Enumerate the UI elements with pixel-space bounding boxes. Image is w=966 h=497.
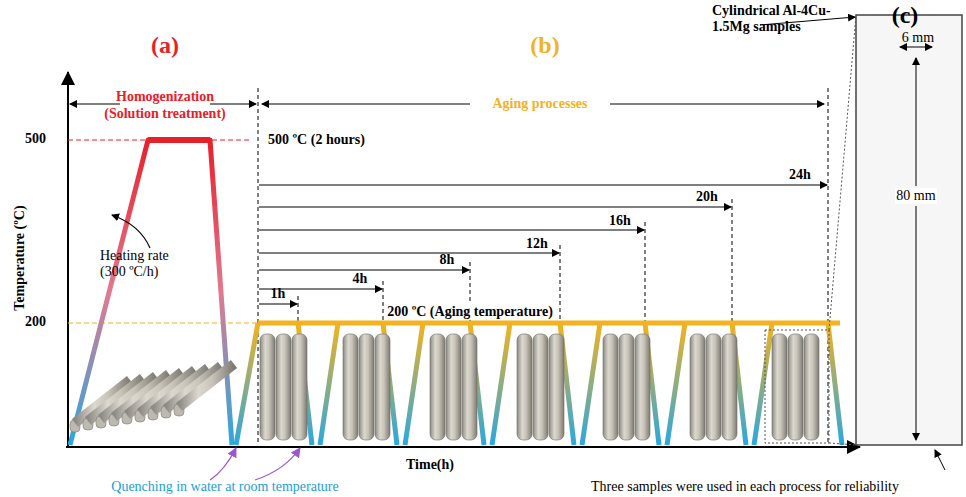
label: Cylindrical Al-4Cu-1.5Mg samples <box>712 3 862 35</box>
sample-rod <box>179 364 234 407</box>
duration-arrow <box>259 269 469 270</box>
duration-arrow <box>259 206 731 207</box>
sample-rod <box>804 334 819 440</box>
duration-drop <box>383 281 384 321</box>
duration-drop <box>645 222 646 321</box>
heating-slope <box>754 323 772 445</box>
sample-rod <box>706 334 721 440</box>
sample-rod <box>635 334 650 440</box>
sample-rod <box>619 334 634 440</box>
label: (Solution treatment) <box>104 106 225 122</box>
heating-slope <box>667 323 685 445</box>
label: 24h <box>789 167 811 183</box>
label: 20h <box>696 189 718 205</box>
sample-rod <box>260 334 275 440</box>
sample-rod <box>772 334 787 440</box>
sample-rod <box>276 334 291 440</box>
heating-slope <box>582 323 600 445</box>
label: 500 ºC (2 hours) <box>268 132 365 148</box>
sample-rod <box>517 334 532 440</box>
sample-rod <box>375 334 390 440</box>
duration-arrow <box>259 229 644 230</box>
label: 200 <box>25 314 46 330</box>
sample-rod <box>430 334 445 440</box>
label: (c) <box>892 2 919 30</box>
label: 6 mm <box>902 30 934 46</box>
heating-slope <box>405 323 423 445</box>
label: Quenching in water at room temperature <box>111 479 338 495</box>
quench-slope <box>828 323 842 445</box>
duration-arrow <box>259 184 827 185</box>
sample-rod <box>462 334 477 440</box>
heating-slope <box>492 323 510 445</box>
duration-drop <box>732 199 733 321</box>
sample-rod <box>603 334 618 440</box>
sample-rod <box>166 366 221 409</box>
sample-rod <box>343 334 358 440</box>
label: 4h <box>353 271 368 287</box>
duration-drop <box>298 296 299 321</box>
label: Heating rate (300 ºC/h) <box>100 248 190 280</box>
label: Three samples were used in each process … <box>591 479 899 495</box>
heating-slope <box>320 323 338 445</box>
sample-rod <box>292 334 307 440</box>
sample-rod <box>788 334 803 440</box>
duration-arrow <box>259 252 559 253</box>
heating-slope <box>236 323 258 445</box>
label: Homogenization <box>116 89 214 105</box>
sample-rod <box>722 334 737 440</box>
label: 8h <box>440 252 455 268</box>
sample-rod <box>549 334 564 440</box>
label: 80 mm <box>895 188 936 204</box>
label: (b) <box>530 32 559 60</box>
label: 200 ºC (Aging temperature) <box>386 304 554 320</box>
label: (a) <box>151 32 179 60</box>
label: 16h <box>609 213 631 229</box>
label: 1h <box>271 286 286 302</box>
duration-arrow <box>259 303 297 304</box>
label: 12h <box>526 236 548 252</box>
sample-rod <box>359 334 374 440</box>
label: Time(h) <box>406 457 454 473</box>
sample-rod <box>533 334 548 440</box>
label: 500 <box>25 131 46 147</box>
sample-rod <box>690 334 705 440</box>
label: Temperature (ºC) <box>12 205 28 310</box>
duration-drop <box>560 245 561 321</box>
sample-rod <box>446 334 461 440</box>
label: Aging processes <box>491 96 588 112</box>
